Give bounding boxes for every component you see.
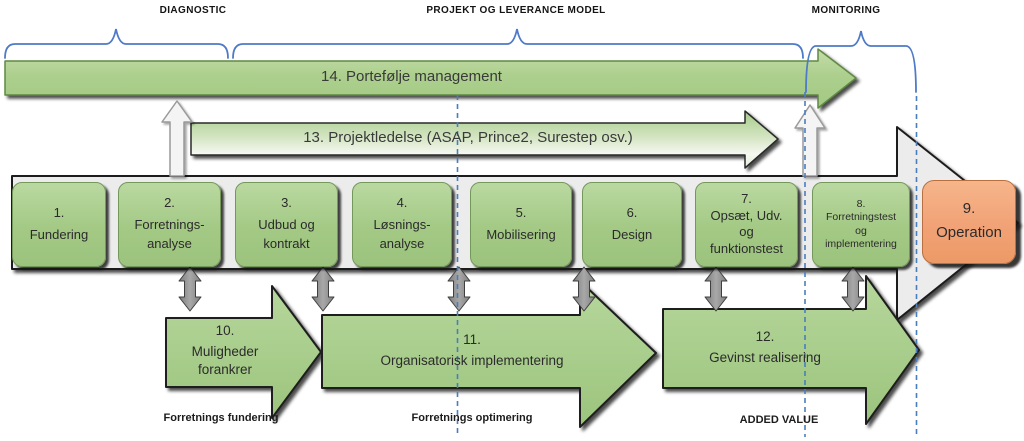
phase-box-3: 3. Udbud og kontrakt — [235, 182, 338, 267]
phase-box-8: 8. Forretningstest og implementering — [812, 182, 910, 267]
section-label-model: PROJEKT OG LEVERANCE MODEL — [426, 5, 606, 16]
double-arrow-icon — [311, 266, 335, 312]
portfolio-management-label: 14. Portefølje management — [321, 68, 502, 85]
phase-box-5: 5. Mobilisering — [470, 182, 572, 267]
phase-box-9-operation: 9. Operation — [922, 180, 1016, 264]
double-arrow-icon — [572, 266, 596, 312]
phase-number: 9. — [962, 199, 976, 217]
value-arrow-12 — [662, 275, 920, 425]
phase-title: Design — [611, 226, 653, 242]
phase-title: Opsæt, Udv. og funktionstest — [710, 207, 783, 257]
double-arrow-icon — [841, 266, 865, 312]
value-title: Gevinst realisering — [709, 349, 821, 365]
value-number: 11. — [463, 332, 481, 348]
phase-number: 8. — [856, 197, 866, 210]
phase-number: 3. — [281, 195, 292, 211]
phase-number: 6. — [626, 204, 638, 220]
value-arrow-11 — [321, 280, 657, 428]
phase-box-7: 7. Opsæt, Udv. og funktionstest — [695, 182, 798, 267]
brace-diagnostic — [4, 28, 229, 59]
brace-monitoring — [805, 30, 917, 93]
value-number: 10. — [215, 322, 235, 338]
phase-title: Udbud og kontrakt — [258, 216, 315, 252]
value-title: Muligheder forankrer — [191, 343, 259, 378]
up-arrow-left — [161, 100, 193, 177]
double-arrow-icon — [178, 266, 202, 312]
brace-model — [232, 28, 804, 59]
value-arrow-11-label: 11. Organisatorisk implementering — [322, 315, 622, 388]
portfolio-management-arrow — [4, 48, 857, 109]
double-arrow-icon — [704, 266, 728, 312]
phase-title: Løsnings- analyse — [373, 216, 431, 252]
section-braces — [4, 28, 917, 93]
connector-double-arrows — [178, 266, 865, 312]
value-arrow-12-label: 12. Gevinst realisering — [663, 309, 867, 388]
phase-title: Mobilisering — [486, 226, 556, 242]
double-arrow-icon — [447, 266, 471, 312]
phase-number: 1. — [53, 204, 65, 220]
phase-number: 4. — [396, 195, 408, 211]
section-label-monitoring: MONITORING — [811, 5, 881, 16]
footer-label-optimering: Forretnings optimering — [411, 412, 533, 424]
guide-lines — [456, 92, 918, 437]
phase-number: 7. — [741, 191, 752, 207]
project-management-label: 13. Projektledelse (ASAP, Prince2, Sures… — [303, 129, 633, 146]
phase-box-1: 1. Fundering — [12, 182, 106, 267]
phase-title: Forretnings- analyse — [134, 216, 205, 252]
value-title: Organisatorisk implementering — [380, 352, 564, 368]
value-arrow-10-label: 10. Muligheder forankrer — [166, 316, 284, 387]
footer-label-added-value: ADDED VALUE — [739, 414, 819, 426]
phase-title: Forretningstest og implementering — [825, 211, 897, 251]
up-arrow-right — [794, 104, 826, 177]
phase-title: Fundering — [29, 226, 89, 242]
footer-label-fundering: Forretnings fundering — [163, 412, 279, 424]
value-number: 12. — [755, 329, 775, 345]
phase-box-4: 4. Løsnings- analyse — [352, 182, 452, 267]
project-management-arrow — [190, 110, 779, 169]
phase-title: Operation — [936, 223, 1002, 241]
phase-box-6: 6. Design — [582, 182, 682, 267]
phase-number: 5. — [515, 204, 527, 220]
phase-number: 2. — [164, 195, 175, 211]
phase-box-2: 2. Forretnings- analyse — [118, 182, 221, 267]
section-label-diagnostic: DIAGNOSTIC — [159, 5, 227, 16]
value-arrow-10 — [165, 285, 322, 419]
